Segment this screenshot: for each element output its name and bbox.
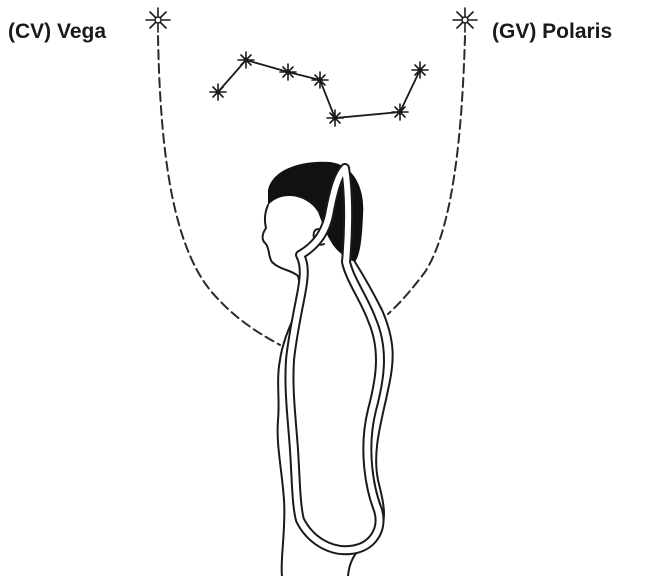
polaris-star-icon bbox=[453, 8, 477, 32]
polaris-label: (GV) Polaris bbox=[492, 20, 612, 43]
dipper-star-icon-7 bbox=[412, 62, 428, 78]
vega-star-icon bbox=[146, 8, 170, 32]
dipper-star-icon-4 bbox=[312, 72, 328, 88]
dipper-star-icon-5 bbox=[327, 110, 343, 126]
dipper-star-icon-6 bbox=[392, 104, 408, 120]
big-dipper-icon bbox=[210, 52, 428, 126]
dipper-star-icon-3 bbox=[280, 64, 296, 80]
vega-label: (CV) Vega bbox=[8, 20, 106, 43]
human-figure bbox=[263, 162, 393, 576]
polaris-dashed-path bbox=[388, 36, 465, 314]
vega-dashed-path bbox=[158, 36, 280, 345]
